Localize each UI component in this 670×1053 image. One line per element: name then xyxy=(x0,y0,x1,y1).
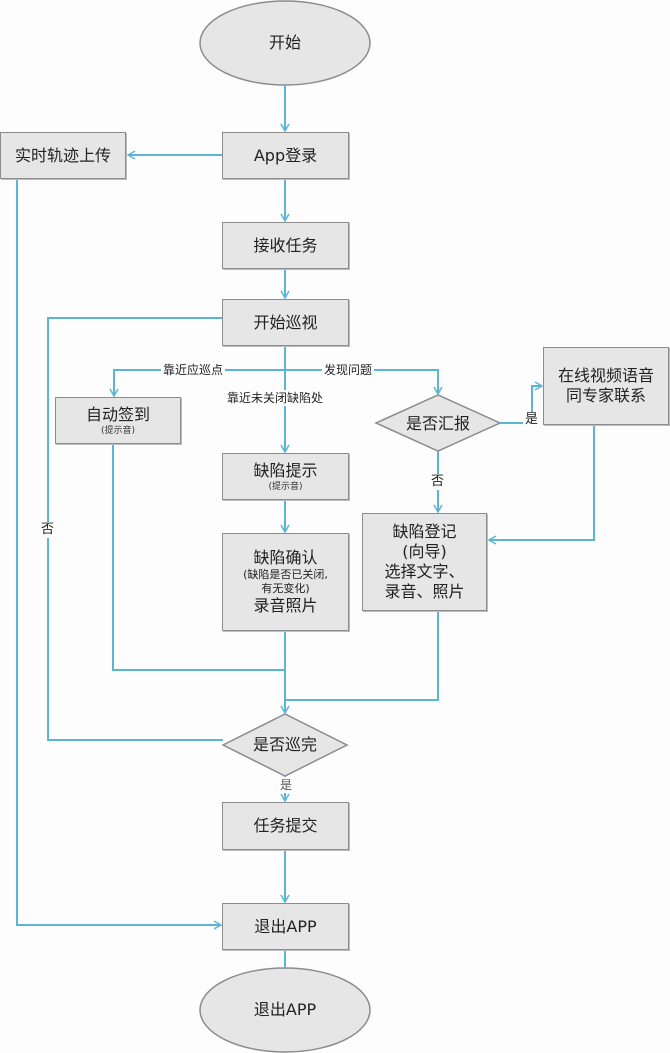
start-patrol-node: 开始巡视 xyxy=(222,299,349,346)
receive-task-label: 接收任务 xyxy=(253,235,318,255)
defect-confirm-node: 缺陷确认 (缺陷是否已关闭, 有无变化) 录音照片 xyxy=(222,533,349,631)
edge-label-patrol-not-done: 否 xyxy=(39,522,57,538)
edge-label-near-unclosed-defect: 靠近未关闭缺陷处 xyxy=(225,390,326,406)
end-node: 退出APP xyxy=(200,990,370,1030)
defect-hint-note: (提示音) xyxy=(268,481,303,492)
defect-hint-label: 缺陷提示 xyxy=(253,460,318,480)
task-submit-node: 任务提交 xyxy=(222,802,349,850)
video-call-line-1: 在线视频语音 xyxy=(557,366,654,385)
auto-checkin-node: 自动签到 (提示音) xyxy=(55,397,181,444)
defect-confirm-label: 缺陷确认 xyxy=(253,548,318,567)
defect-register-line-1: 缺陷登记 xyxy=(392,522,457,541)
report-decision-label: 是否汇报 xyxy=(405,414,470,433)
start-node: 开始 xyxy=(200,23,370,63)
defect-confirm-action: 录音照片 xyxy=(253,596,318,615)
patrol-done-decision-label: 是否巡完 xyxy=(252,735,317,754)
defect-register-line-2: (向导) xyxy=(402,542,447,561)
edge-label-patrol-done-yes: 是 xyxy=(278,777,295,793)
edge-label-found-problem: 发现问题 xyxy=(322,362,375,378)
edge-report-yes xyxy=(500,381,544,424)
start-patrol-label: 开始巡视 xyxy=(253,312,318,332)
defect-register-line-3: 选择文字、 xyxy=(384,562,465,581)
task-submit-label: 任务提交 xyxy=(253,816,318,835)
edge-label-near-patrol-point: 靠近应巡点 xyxy=(161,362,226,378)
defect-confirm-note-1: (缺陷是否已关闭, xyxy=(243,568,328,581)
edge-to-auto-checkin xyxy=(109,369,285,398)
auto-checkin-label: 自动签到 xyxy=(85,404,150,424)
receive-task-node: 接收任务 xyxy=(222,222,349,269)
exit-app-box-label: 退出APP xyxy=(254,916,317,936)
defect-hint-node: 缺陷提示 (提示音) xyxy=(222,453,349,500)
patrol-done-decision-node: 是否巡完 xyxy=(237,734,333,756)
realtime-track-node: 实时轨迹上传 xyxy=(0,132,126,179)
video-call-node: 在线视频语音 同专家联系 xyxy=(543,347,669,425)
edge-track-to-exit xyxy=(16,179,223,930)
exit-app-box-node: 退出APP xyxy=(222,903,349,950)
edge-label-report-yes: 是 xyxy=(523,412,541,428)
defect-register-line-4: 录音、照片 xyxy=(384,582,465,601)
video-call-line-2: 同专家联系 xyxy=(565,386,646,405)
patrol-done-decision-diamond xyxy=(221,713,349,777)
edge-patrol-not-done xyxy=(47,317,223,741)
defect-confirm-note-2: 有无变化) xyxy=(261,582,310,595)
report-decision-node: 是否汇报 xyxy=(390,413,486,435)
edge-video-to-register xyxy=(487,425,595,545)
defect-register-node: 缺陷登记 (向导) 选择文字、 录音、照片 xyxy=(362,513,487,611)
app-login-node: App登录 xyxy=(222,132,349,179)
auto-checkin-note: (提示音) xyxy=(100,425,136,436)
start-label: 开始 xyxy=(268,33,301,52)
edge-register-merge xyxy=(285,611,439,701)
realtime-track-label: 实时轨迹上传 xyxy=(14,145,111,165)
end-label: 退出APP xyxy=(253,1000,317,1019)
edge-checkin-merge xyxy=(112,444,285,671)
edge-label-report-no: 否 xyxy=(429,474,447,490)
app-login-label: App登录 xyxy=(253,145,318,165)
